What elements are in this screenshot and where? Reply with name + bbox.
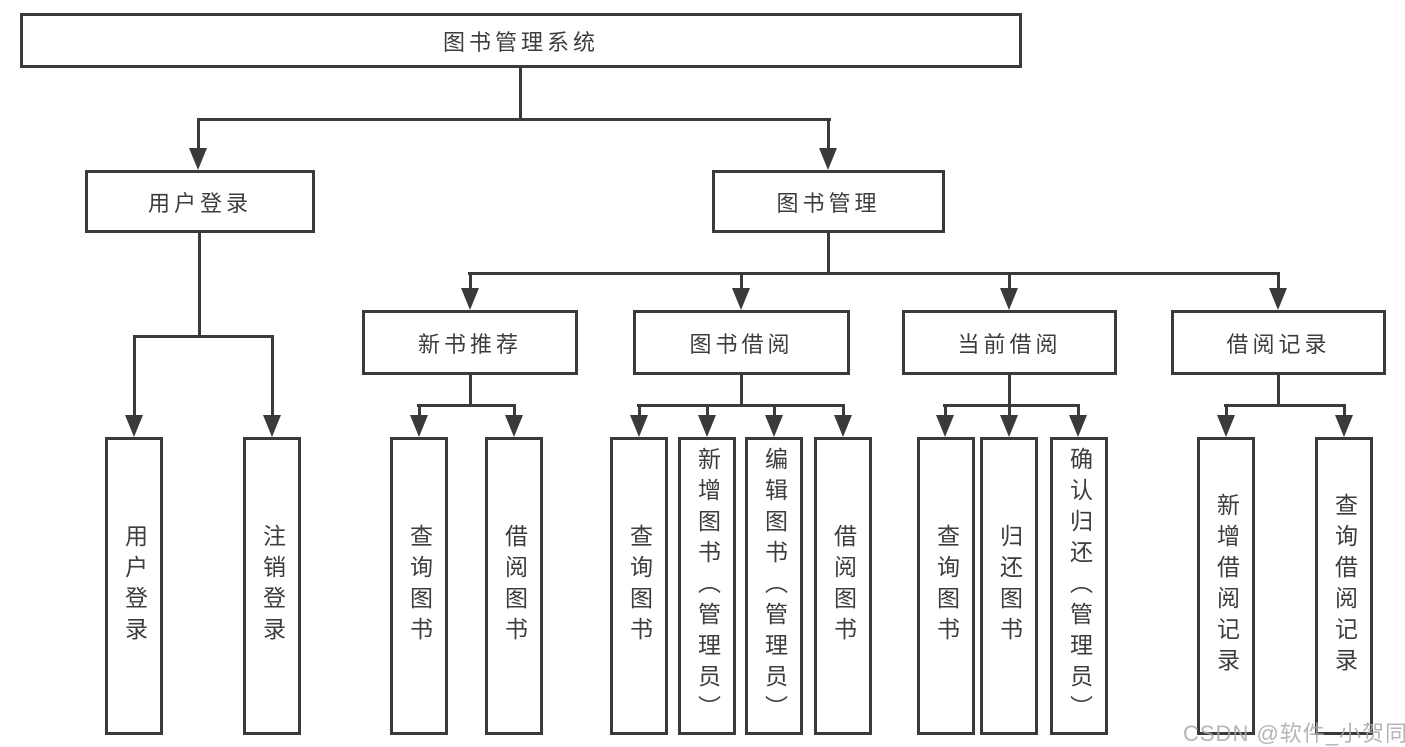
leaf-label: 确认归还（管理员） [1066,446,1093,726]
leaf-label: 用户登录 [121,524,148,648]
leaf-label: 新增借阅记录 [1213,493,1240,679]
node-label: 图书管理系统 [442,29,599,55]
leaf-confirm-return-admin: 确认归还（管理员） [1050,437,1108,735]
node-library-management-system: 图书管理系统 [20,13,1022,68]
connector-userlogin-stem-2 [271,335,274,419]
arrow-down-icon [461,288,479,310]
connector-bookmgmt-stem-2 [740,272,743,290]
arrow-down-icon [1335,415,1353,437]
connector-newbook-stem-1 [418,404,421,418]
arrow-down-icon [263,415,281,437]
connector-bookmgmt-stem [827,233,830,275]
connector-newbook-stem-2 [513,404,516,418]
node-current-borrowing: 当前借阅 [902,310,1117,375]
node-label: 图书借阅 [689,331,794,357]
connector-records-stem-2 [1343,404,1346,418]
leaf-label: 编辑图书（管理员） [761,446,788,726]
leaf-logout: 注销登录 [243,437,301,735]
node-new-book-recommend: 新书推荐 [362,310,578,375]
leaf-query-books-borrow: 查询图书 [610,437,668,735]
connector-root-right-stem [827,118,830,152]
arrow-down-icon [1000,288,1018,310]
connector-userlogin-hline [133,335,274,338]
connector-current-stem [1008,375,1011,407]
arrow-down-icon [732,288,750,310]
arrow-down-icon [505,415,523,437]
arrow-down-icon [1069,415,1087,437]
leaf-borrow-books-newbook: 借阅图书 [485,437,543,735]
leaf-label: 归还图书 [996,524,1023,648]
leaf-label: 查询图书 [406,524,433,648]
connector-records-hline [1224,404,1346,407]
connector-root-hline [197,118,831,121]
arrow-down-icon [698,415,716,437]
arrow-down-icon [410,415,428,437]
node-user-login-module: 用户登录 [85,170,315,233]
node-label: 当前借阅 [957,331,1062,357]
arrow-down-icon [765,415,783,437]
connector-userlogin-stem [198,233,201,337]
connector-newbook-hline [417,404,516,407]
node-label: 用户登录 [147,190,252,216]
leaf-return-books: 归还图书 [980,437,1038,735]
leaf-label: 新增图书（管理员） [694,446,721,726]
leaf-label: 查询图书 [626,524,653,648]
connector-borrow-stem-1 [638,404,641,418]
leaf-user-login: 用户登录 [105,437,163,735]
connector-current-stem-2 [1008,404,1011,418]
arrow-down-icon [1217,415,1235,437]
leaf-label: 借阅图书 [501,524,528,648]
connector-records-stem-1 [1225,404,1228,418]
arrow-down-icon [819,148,837,170]
leaf-edit-books-admin: 编辑图书（管理员） [745,437,803,735]
csdn-watermark: CSDN @软件_小贺同学 [1183,721,1405,746]
connector-bookmgmt-stem-4 [1277,272,1280,290]
connector-borrow-stem [740,375,743,407]
node-book-management-module: 图书管理 [712,170,945,233]
arrow-down-icon [936,415,954,437]
arrow-down-icon [189,148,207,170]
node-borrowing-records: 借阅记录 [1171,310,1386,375]
leaf-borrow-books-borrow: 借阅图书 [814,437,872,735]
connector-records-stem [1277,375,1280,407]
leaf-add-borrow-record: 新增借阅记录 [1197,437,1255,735]
leaf-label: 查询图书 [933,524,960,648]
node-label: 借阅记录 [1226,331,1331,357]
leaf-query-books-newbook: 查询图书 [390,437,448,735]
connector-userlogin-stem-1 [133,335,136,419]
connector-borrow-stem-3 [773,404,776,418]
connector-current-stem-3 [1077,404,1080,418]
node-book-borrowing: 图书借阅 [633,310,850,375]
connector-bookmgmt-hline [468,272,1280,275]
connector-borrow-stem-2 [706,404,709,418]
leaf-label: 注销登录 [259,524,286,648]
connector-borrow-stem-4 [842,404,845,418]
arrow-down-icon [1269,288,1287,310]
leaf-label: 借阅图书 [830,524,857,648]
connector-borrow-hline [637,404,845,407]
connector-newbook-stem [469,375,472,407]
leaf-add-books-admin: 新增图书（管理员） [678,437,736,735]
connector-root-left-stem [197,118,200,152]
arrow-down-icon [630,415,648,437]
node-label: 图书管理 [776,190,881,216]
connector-current-stem-1 [944,404,947,418]
arrow-down-icon [1000,415,1018,437]
leaf-label: 查询借阅记录 [1331,493,1358,679]
node-label: 新书推荐 [417,331,522,357]
connector-root-stem [519,68,522,118]
connector-bookmgmt-stem-3 [1008,272,1011,290]
leaf-query-borrow-record: 查询借阅记录 [1315,437,1373,735]
connector-bookmgmt-stem-1 [469,272,472,290]
arrow-down-icon [125,415,143,437]
connector-current-hline [943,404,1080,407]
leaf-query-books-current: 查询图书 [917,437,975,735]
arrow-down-icon [834,415,852,437]
